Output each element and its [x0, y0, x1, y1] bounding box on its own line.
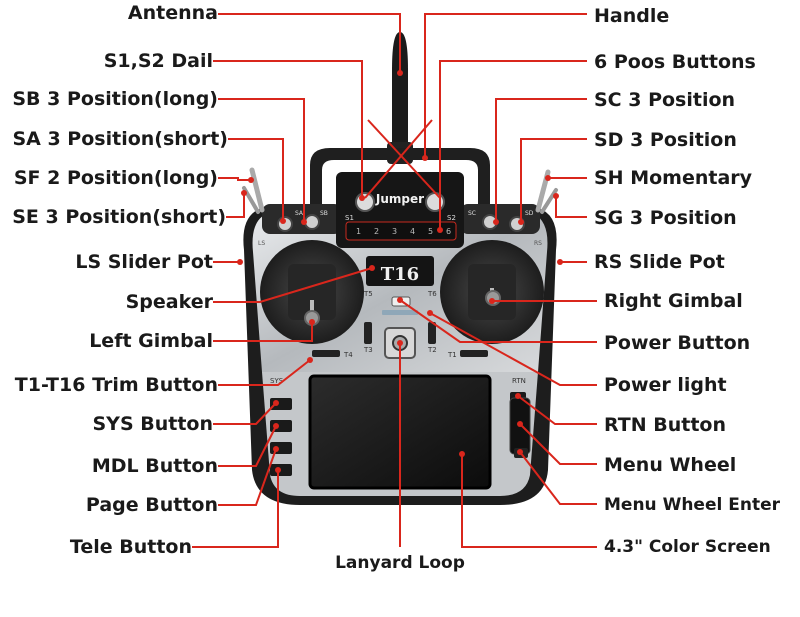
t4-label: T4: [343, 351, 353, 359]
six-pos-digits: 1 2 3 4 5 6: [356, 227, 451, 236]
sb-switch[interactable]: [304, 214, 320, 230]
pos-3: 3: [392, 227, 397, 236]
t6-label: T6: [427, 290, 437, 298]
sg-toggle[interactable]: [540, 188, 558, 214]
label-right-gimbal: Right Gimbal: [604, 290, 743, 312]
sd-label: SD: [525, 210, 534, 217]
label-rtn-button: RTN Button: [604, 414, 727, 436]
speaker-grill: [366, 256, 434, 286]
label-sa: SA 3 Position(short): [12, 128, 228, 150]
label-sf: SF 2 Position(long): [13, 167, 218, 189]
t1-label: T1: [447, 351, 457, 359]
label-menu-wheel-enter: Menu Wheel Enter: [604, 495, 780, 515]
t3-label: T3: [363, 346, 373, 354]
label-power-button: Power Button: [604, 332, 751, 354]
model-logo: T16: [381, 264, 419, 285]
sf-toggle[interactable]: [249, 167, 265, 213]
label-tele-button: Tele Button: [69, 536, 192, 558]
sys-label: SYS: [270, 377, 284, 385]
pos-5: 5: [428, 227, 433, 236]
label-page-button: Page Button: [85, 494, 218, 516]
pos-1: 1: [356, 227, 361, 236]
label-s1s2-dial: S1,S2 Dail: [103, 50, 213, 72]
sb-label: SB: [320, 210, 328, 217]
switch-band-right: [460, 204, 540, 234]
pos-4: 4: [410, 227, 415, 236]
label-handle: Handle: [594, 5, 670, 27]
switch-band-left: [262, 204, 342, 234]
s2-dial[interactable]: [425, 192, 445, 212]
t2-trim[interactable]: [428, 322, 436, 344]
left-gimbal-box: [288, 264, 336, 320]
rs-label: RS: [534, 240, 542, 247]
label-sg: SG 3 Position: [594, 207, 737, 229]
label-antenna: Antenna: [127, 2, 218, 24]
label-ls-slider: LS Slider Pot: [75, 251, 213, 273]
pos-6: 6: [446, 227, 451, 236]
six-pos-strip: [345, 221, 457, 241]
t4-trim[interactable]: [312, 350, 340, 357]
label-sys-button: SYS Button: [92, 413, 214, 435]
label-sc: SC 3 Position: [594, 89, 736, 111]
label-mdl-button: MDL Button: [91, 455, 218, 477]
leader-dots: [237, 70, 563, 473]
sc-label: SC: [468, 210, 476, 217]
label-power-light: Power light: [604, 374, 727, 396]
t1-trim[interactable]: [460, 350, 488, 357]
s2-label: S2: [447, 214, 456, 222]
s1-dial[interactable]: [355, 192, 375, 212]
power-light: [382, 310, 418, 315]
pos-2: 2: [374, 227, 379, 236]
brand-logo: Jumper: [375, 192, 424, 206]
rtn-label: RTN: [512, 377, 526, 385]
label-sb: SB 3 Position(long): [12, 88, 218, 110]
ls-label: LS: [258, 240, 265, 247]
label-sh: SH Momentary: [594, 167, 753, 189]
t3-trim[interactable]: [364, 322, 372, 344]
s1-label: S1: [345, 214, 354, 222]
label-trim-button: T1-T16 Trim Button: [14, 374, 218, 396]
label-speaker: Speaker: [125, 291, 213, 313]
t5-label: T5: [363, 290, 373, 298]
leader-lines: [192, 13, 597, 548]
handle: [310, 148, 490, 205]
label-rs-slide: RS Slide Pot: [594, 251, 725, 273]
label-menu-wheel: Menu Wheel: [604, 454, 737, 476]
t2-label: T2: [427, 346, 437, 354]
label-color-screen: 4.3" Color Screen: [604, 537, 771, 557]
label-six-pos-buttons: 6 Poos Buttons: [594, 51, 756, 73]
antenna: [392, 32, 408, 150]
label-se: SE 3 Position(short): [12, 206, 226, 228]
sa-label: SA: [295, 210, 304, 217]
label-left-gimbal: Left Gimbal: [89, 330, 213, 352]
label-sd: SD 3 Position: [594, 129, 737, 151]
label-lanyard-loop: Lanyard Loop: [335, 553, 465, 573]
